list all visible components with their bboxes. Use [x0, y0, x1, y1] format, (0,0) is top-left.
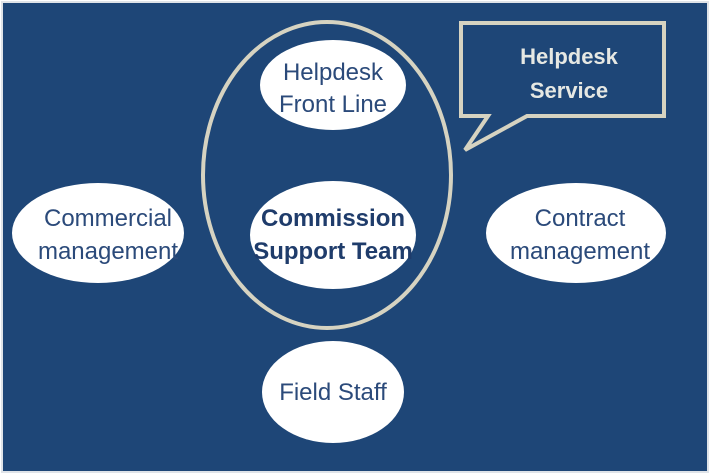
callout-label-line2: Service [530, 78, 608, 103]
node-contract-management-label-1: Contract [535, 205, 626, 232]
node-field-staff [262, 341, 404, 443]
node-commercial-management-label-2: management [38, 238, 178, 265]
node-contract-management-label-2: management [510, 238, 650, 265]
node-commission-support-team-label-2: Support Team [253, 238, 413, 265]
node-contract-management [486, 183, 666, 283]
node-helpdesk-front-line [260, 40, 406, 130]
node-commercial-management [12, 183, 184, 283]
helpdesk-service-ring [201, 20, 453, 330]
node-commercial-management-label-1: Commercial [44, 205, 172, 232]
callout-label-line1: Helpdesk [520, 44, 619, 69]
node-helpdesk-front-line-label-1: Helpdesk [283, 59, 384, 86]
helpdesk-service-callout [459, 21, 666, 152]
node-commission-support-team-label-1: Commission [261, 205, 405, 232]
node-helpdesk-front-line-label-2: Front Line [279, 91, 387, 118]
node-commission-support-team [250, 181, 416, 289]
node-field-staff-label: Field Staff [279, 379, 387, 406]
